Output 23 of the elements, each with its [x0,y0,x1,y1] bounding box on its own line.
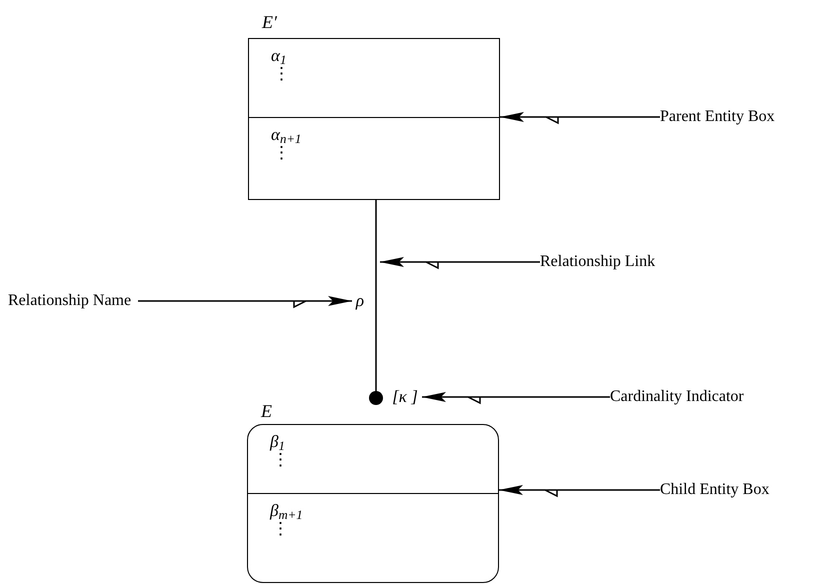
attribute-name: α$_{1}$ [271,47,286,65]
leader-arrow [138,296,352,308]
callout-text: Relationship Name [8,290,138,312]
ellipsis: ⋮ [272,451,289,469]
leader-arrow [422,392,610,404]
relationship-link [369,200,383,405]
attribute-name: β$_{1}$ [270,433,285,451]
entity-name: E [261,400,272,422]
callout-text: Parent Entity Box [660,106,810,128]
entity-name: E′ [262,10,277,34]
ellipsis: ⋮ [272,65,290,83]
attribute-name: β$_{m+1}$ [270,502,303,520]
ellipsis: ⋮ [272,144,290,162]
ellipsis: ⋮ [272,520,289,538]
callout-text: Relationship Link [540,251,670,273]
leader-arrow [500,112,660,124]
cardinality-indicator: [κ ] [388,386,422,408]
leader-arrow [380,257,540,270]
attribute-name: α$_{n+1}$ [271,126,302,144]
callout-text: Cardinality Indicator [610,386,780,408]
leader-arrow [499,485,660,498]
callout-text: Child Entity Box [660,479,800,501]
relationship-name: ρ [352,290,368,312]
